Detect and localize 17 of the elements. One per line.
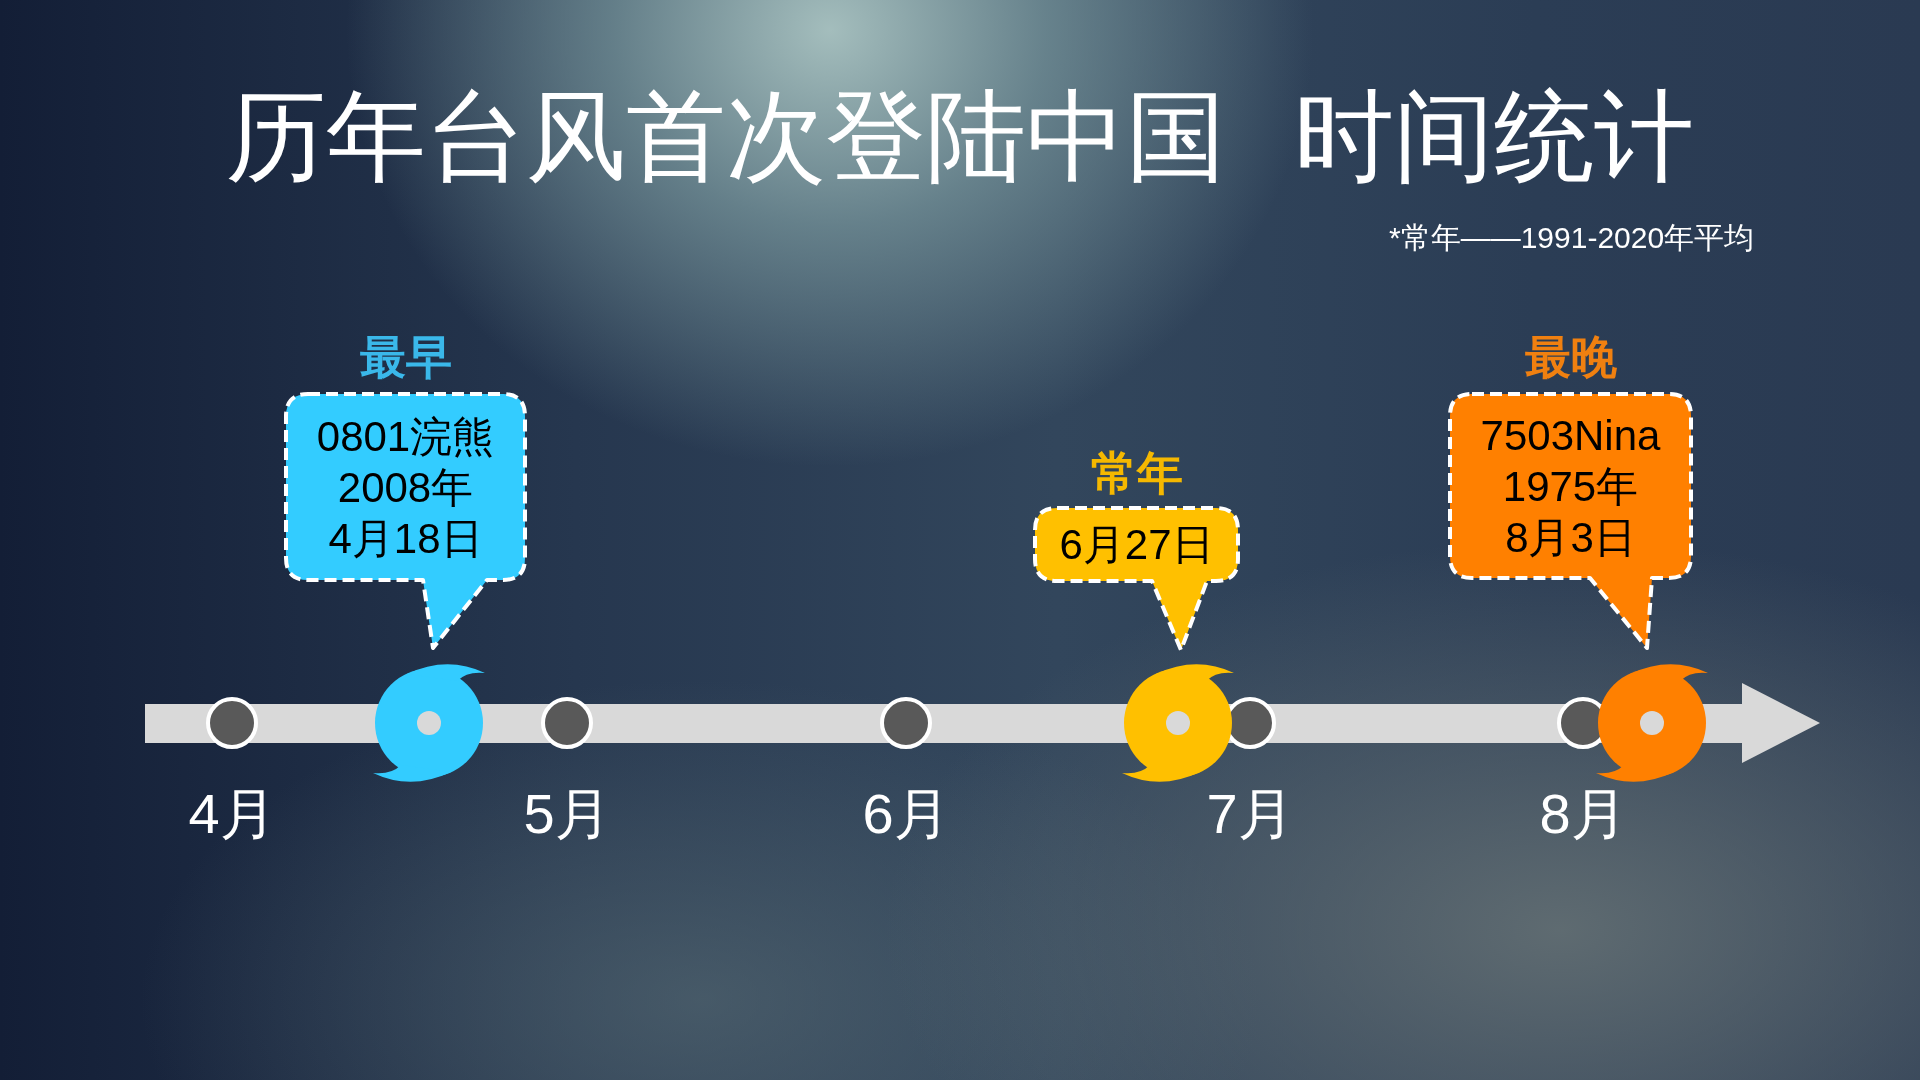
month-label: 5月 bbox=[523, 782, 611, 846]
footnote: *常年——1991-2020年平均 bbox=[1389, 220, 1755, 256]
landfall-date: 8月3日 bbox=[1505, 512, 1636, 563]
typhoon-name: 0801浣熊 bbox=[316, 411, 495, 462]
callout-heading: 常年 bbox=[1090, 446, 1183, 500]
typhoon-name: 7503Nina bbox=[1480, 410, 1661, 461]
callout-heading: 最早 bbox=[359, 330, 452, 384]
landfall-year: 1975年 bbox=[1502, 461, 1639, 512]
month-label: 6月 bbox=[862, 782, 950, 846]
landfall-year: 2008年 bbox=[337, 462, 474, 513]
title: 历年台风首次登陆中国 时间统计 bbox=[226, 80, 1694, 192]
landfall-date: 6月27日 bbox=[1059, 520, 1214, 570]
landfall-date: 4月18日 bbox=[328, 513, 483, 564]
month-label: 7月 bbox=[1206, 782, 1294, 846]
callout-heading: 最晚 bbox=[1524, 330, 1617, 384]
month-label: 4月 bbox=[188, 782, 276, 846]
month-label: 8月 bbox=[1539, 782, 1627, 846]
